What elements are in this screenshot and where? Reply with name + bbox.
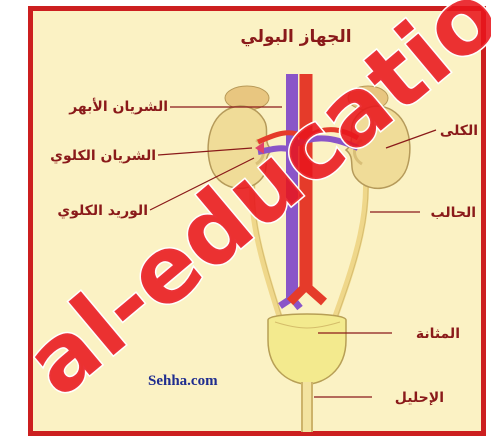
label-ureter: الحالب <box>431 205 476 221</box>
source-credit: Sehha.com <box>148 373 218 389</box>
label-kidneys: الكلى <box>440 123 478 139</box>
label-renal-artery: الشريان الكلوي <box>50 148 156 165</box>
label-bladder: المثانة <box>416 326 460 342</box>
label-urethra: الإحليل <box>395 390 444 406</box>
label-aorta: الشريان الأبهر <box>68 98 168 115</box>
label-renal-vein: الوريد الكلوي <box>57 203 148 220</box>
diagram-title: الجهاز البولي <box>240 27 351 47</box>
